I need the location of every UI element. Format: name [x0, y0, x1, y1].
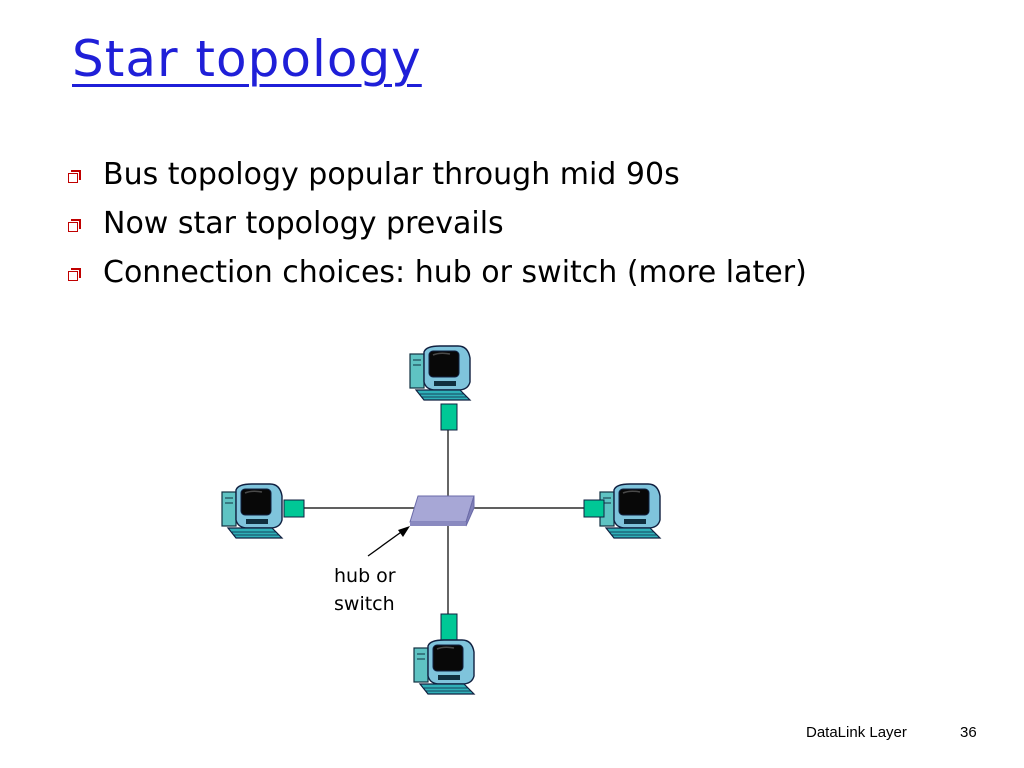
bullet-item: Bus topology popular through mid 90s — [68, 150, 807, 199]
hollow-square-bullet-icon — [68, 267, 81, 281]
bullet-text: Bus topology popular through mid 90s — [103, 157, 680, 192]
page-number: 36 — [960, 724, 977, 741]
bullet-text: Connection choices: hub or switch (more … — [103, 255, 807, 290]
hub-label-arrow — [367, 526, 410, 557]
footer-section: DataLink Layer — [806, 724, 907, 741]
slide-title: Star topology — [72, 30, 422, 88]
computer-left-icon — [221, 483, 305, 539]
hub-label: hub or switch — [334, 565, 396, 615]
bullet-item: Connection choices: hub or switch (more … — [68, 248, 807, 297]
computer-bottom-icon — [413, 613, 475, 695]
bullet-text: Now star topology prevails — [103, 206, 504, 241]
computer-right-icon — [583, 483, 661, 539]
bullet-list: Bus topology popular through mid 90s Now… — [68, 150, 807, 297]
hollow-square-bullet-icon — [68, 218, 81, 232]
bullet-item: Now star topology prevails — [68, 199, 807, 248]
cable-lines — [304, 430, 584, 614]
hub-switch-icon — [409, 495, 475, 527]
hollow-square-bullet-icon — [68, 169, 81, 183]
computer-top-icon — [409, 345, 471, 431]
